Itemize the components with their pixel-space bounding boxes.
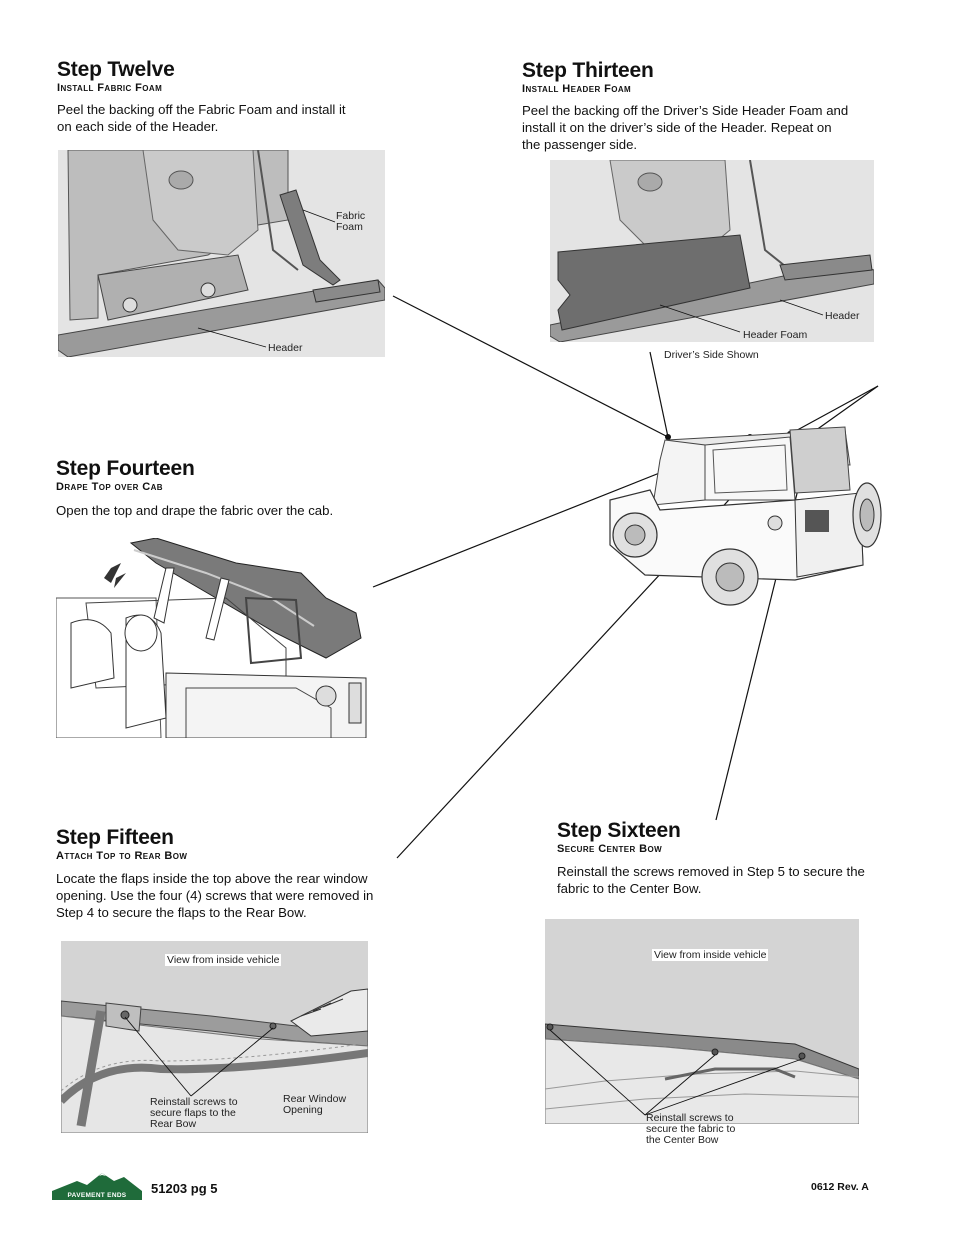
step-fifteen-text: Locate the flaps inside the top above th… <box>56 871 374 920</box>
step-fifteen-subtitle: Attach Top to Rear Bow <box>56 850 188 862</box>
rear-bow-screws-label: Reinstall screws to secure flaps to the … <box>150 1096 238 1130</box>
step-thirteen-subtitle: Install Header Foam <box>522 83 632 95</box>
step-twelve-block: Step Twelve Install Fabric Foam Peel the… <box>57 58 377 135</box>
step-fourteen-subtitle: Drape Top over Cab <box>56 481 163 493</box>
step-sixteen-subtitle: Secure Center Bow <box>557 843 663 855</box>
jeep-overview-illustration <box>605 415 890 615</box>
logo-text: PAVEMENT ENDS <box>52 1191 142 1200</box>
view-label-16: View from inside vehicle <box>652 949 769 961</box>
pavement-ends-logo: PAVEMENT ENDS <box>52 1171 142 1201</box>
step-twelve-title: Step Twelve <box>57 58 175 81</box>
header-foam-label: Header Foam <box>743 329 808 341</box>
step-twelve-text: Peel the backing off the Fabric Foam and… <box>57 102 346 134</box>
rear-window-label: Rear Window Opening <box>283 1093 347 1116</box>
center-bow-screws-label: Reinstall screws to secure the fabric to… <box>646 1112 736 1146</box>
step-fourteen-illustration <box>56 538 370 738</box>
step-thirteen-title: Step Thirteen <box>522 59 654 82</box>
step-sixteen-text: Reinstall the screws removed in Step 5 t… <box>557 864 865 896</box>
step-thirteen-block: Step Thirteen Install Header Foam Peel t… <box>522 59 862 153</box>
step-sixteen-illustration: View from inside vehicle Reinstall screw… <box>545 919 859 1146</box>
step-thirteen-illustration: Header Header Foam <box>550 160 874 342</box>
revision-label: 0612 Rev. A <box>811 1181 869 1193</box>
step-fourteen-block: Step Fourteen Drape Top over Cab Open th… <box>56 457 356 519</box>
step-fourteen-text: Open the top and drape the fabric over t… <box>56 503 334 518</box>
step-thirteen-text: Peel the backing off the Driver’s Side H… <box>522 103 849 152</box>
step-fourteen-title: Step Fourteen <box>56 457 195 480</box>
step-sixteen-title: Step Sixteen <box>557 819 681 842</box>
fabric-foam-label: Fabric Foam <box>336 210 366 233</box>
step-sixteen-block: Step Sixteen Secure Center Bow Reinstall… <box>557 819 877 897</box>
header-label-12: Header <box>268 342 303 354</box>
step-twelve-illustration: Fabric Foam Header <box>58 150 385 357</box>
drivers-side-label: Driver’s Side Shown <box>664 349 759 361</box>
view-label-15: View from inside vehicle <box>165 954 282 966</box>
header-label-13: Header <box>825 310 860 322</box>
part-page-number: 51203 pg 5 <box>151 1181 218 1196</box>
step-twelve-subtitle: Install Fabric Foam <box>57 82 163 94</box>
step-fifteen-illustration: View from inside vehicle Reinstall screw… <box>61 941 368 1133</box>
step-fifteen-block: Step Fifteen Attach Top to Rear Bow Loca… <box>56 826 386 921</box>
step-fifteen-title: Step Fifteen <box>56 826 174 849</box>
